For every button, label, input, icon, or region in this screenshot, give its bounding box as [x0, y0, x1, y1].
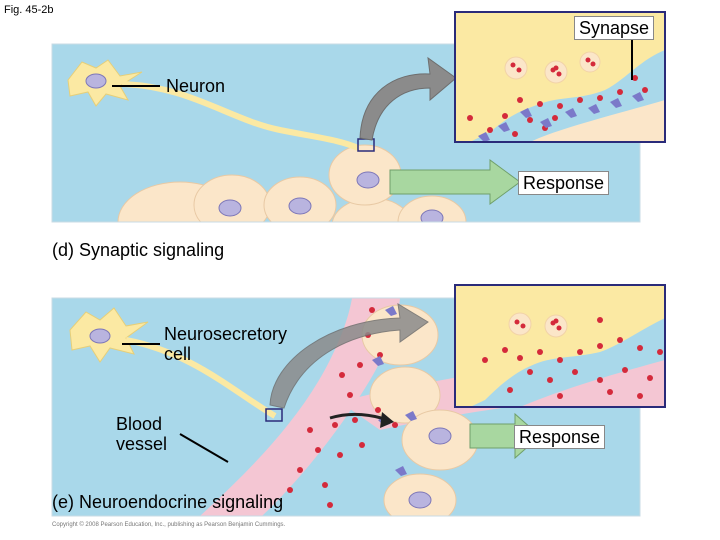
response-label-d: Response	[518, 171, 610, 195]
blood-vessel-label: Blood vessel	[116, 414, 168, 454]
response-arrow-d	[389, 159, 521, 205]
panel-e-title: (e) Neuroendocrine signaling	[52, 492, 284, 512]
target-cells-d	[117, 144, 467, 222]
panel-d-title: (d) Synaptic signaling	[52, 240, 225, 260]
figure-label: Fig. 45-2b	[4, 4, 54, 16]
blood-vessel-leader-line	[179, 433, 229, 463]
neuron-cell-d	[67, 59, 375, 152]
synapse-inset-e	[454, 284, 666, 408]
neurosecretory-cell-label: Neurosecretory cell	[164, 324, 288, 364]
synapse-label: Synapse	[574, 16, 655, 40]
neurosecretory-cell-e	[69, 307, 283, 422]
copyright-notice: Copyright © 2008 Pearson Education, Inc.…	[52, 522, 286, 528]
neuron-label: Neuron	[166, 76, 226, 96]
zoom-arrow-e	[269, 303, 429, 409]
blood-vessel-e	[200, 298, 400, 516]
response-label-e: Response	[514, 425, 606, 449]
